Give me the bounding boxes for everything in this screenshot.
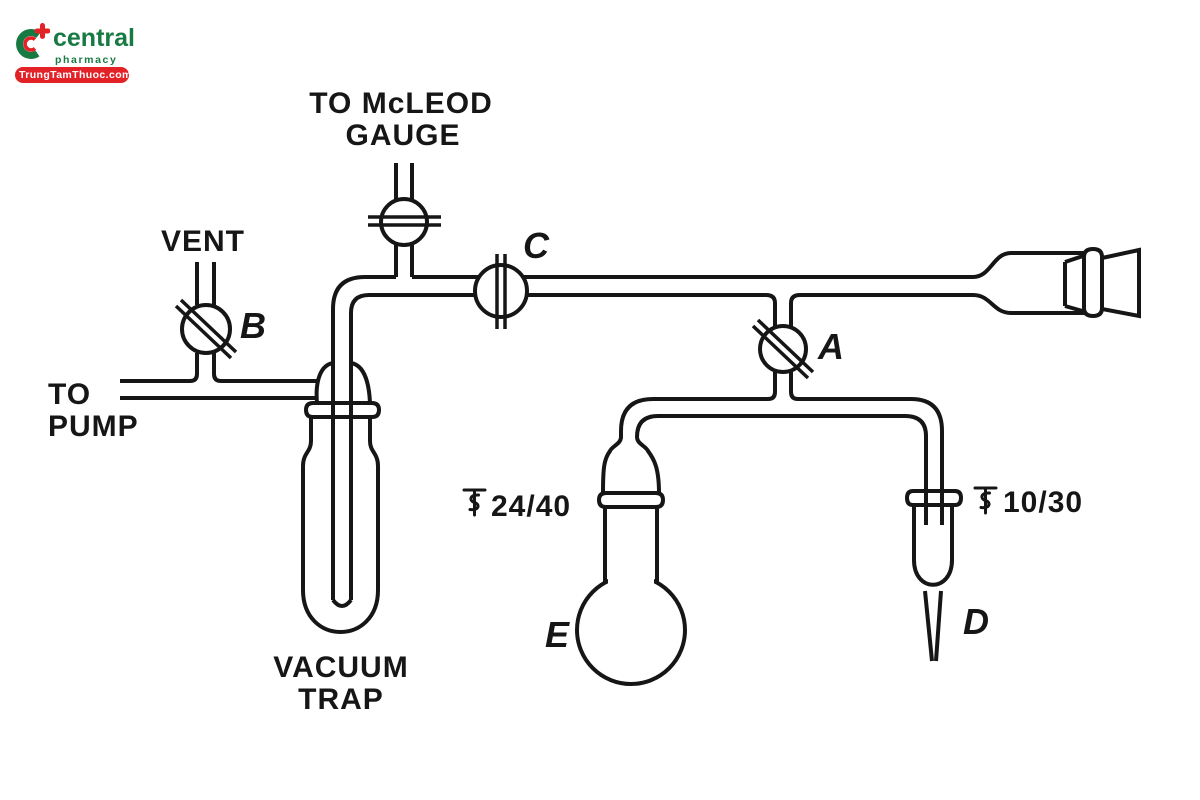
- logo-plus-icon: [34, 23, 50, 39]
- branch-to-e-outer: [601, 397, 768, 494]
- flask-e-bulb: [575, 574, 687, 686]
- flask-e-glass: [575, 491, 687, 686]
- end-joint-cap: [1100, 247, 1141, 319]
- stopcock-a-handle: [751, 318, 815, 380]
- receiver-d-joint-flange: [904, 489, 964, 507]
- logo-red-arc: [23, 36, 37, 52]
- end-joint-collar: [1082, 246, 1104, 319]
- manifold-left-elbow-outer: [331, 275, 396, 600]
- labels: TO McLEOD GAUGE VENT TO PUMP VACUUM TRAP…: [48, 87, 1083, 716]
- pump-line: [120, 379, 317, 400]
- label-trap-line1: VACUUM: [273, 651, 408, 684]
- receiver-d-outer-tube: [912, 505, 954, 587]
- mcleod-stopcock-body: [379, 197, 429, 247]
- manifold-lower-right: [789, 293, 1086, 326]
- trap-joint-flange: [303, 401, 382, 419]
- logo-brand-text: central: [53, 24, 135, 52]
- label-flask-e: E: [545, 614, 570, 655]
- stopcock-c-body: [473, 263, 529, 319]
- label-stopcock-a: A: [817, 326, 844, 367]
- trap-dip-tube-end: [331, 598, 353, 608]
- flask-e-joint-flange: [596, 491, 666, 509]
- stopcock-a-drop-tube: [767, 372, 799, 401]
- mcleod-gauge-tube: [394, 163, 414, 277]
- label-mcleod-line2: GAUGE: [345, 119, 460, 152]
- label-vent: VENT: [161, 225, 245, 258]
- flask-e-joint-cap: [635, 436, 661, 494]
- standard-taper-icon-d: [973, 486, 998, 515]
- label-receiver-d: D: [963, 601, 989, 642]
- vacuum-trap: [301, 361, 382, 634]
- label-pump-line2: PUMP: [48, 410, 139, 443]
- logo-subtitle-text: pharmacy: [55, 54, 118, 66]
- trap-head-left: [314, 361, 334, 404]
- stopcock-b-handle: [174, 298, 238, 360]
- manifold-lower-mid: [527, 293, 777, 326]
- logo-green-c: [16, 28, 41, 59]
- standard-taper-icon-e: [462, 488, 487, 517]
- label-joint-e: 24/40: [491, 490, 571, 523]
- label-joint-d: 10/30: [1003, 486, 1083, 519]
- label-trap-line2: TRAP: [298, 683, 384, 716]
- trap-head-right: [350, 361, 372, 404]
- vent-tube: [189, 262, 222, 383]
- branch-lower-line: [635, 414, 928, 525]
- stopcock-a-body: [758, 324, 808, 374]
- receiver-d-glass: [904, 489, 964, 662]
- logo-banner-text: TrungTamThuoc.com: [15, 67, 131, 83]
- label-stopcock-c: C: [523, 225, 550, 266]
- label-stopcock-b: B: [240, 305, 266, 346]
- label-mcleod-line1: TO McLEOD: [309, 87, 492, 120]
- central-pharmacy-logo: central pharmacy TrungTamThuoc.com: [14, 18, 204, 88]
- flask-e-neck: [603, 507, 659, 584]
- mcleod-stopcock-handle: [368, 215, 441, 227]
- manifold-upper-right: [523, 251, 1086, 279]
- branch-to-d-outer: [798, 397, 944, 525]
- manifold-left-elbow-inner: [349, 293, 475, 600]
- manifold-end-joint: [1063, 246, 1141, 319]
- receiver-d-taper-tip: [923, 590, 943, 662]
- stopcock-c-handle: [495, 254, 507, 329]
- label-pump-line1: TO: [48, 378, 91, 411]
- stopcocks: [174, 197, 815, 380]
- tubing: [120, 163, 1086, 608]
- stopcock-b-body: [180, 303, 232, 355]
- taper-symbol-glyph: [973, 486, 998, 515]
- flask-e-neck-opening: [608, 561, 654, 592]
- central-pharmacy-logo-icon: [16, 23, 50, 59]
- trap-body-outline: [301, 417, 380, 634]
- taper-symbol-glyph: [462, 488, 487, 517]
